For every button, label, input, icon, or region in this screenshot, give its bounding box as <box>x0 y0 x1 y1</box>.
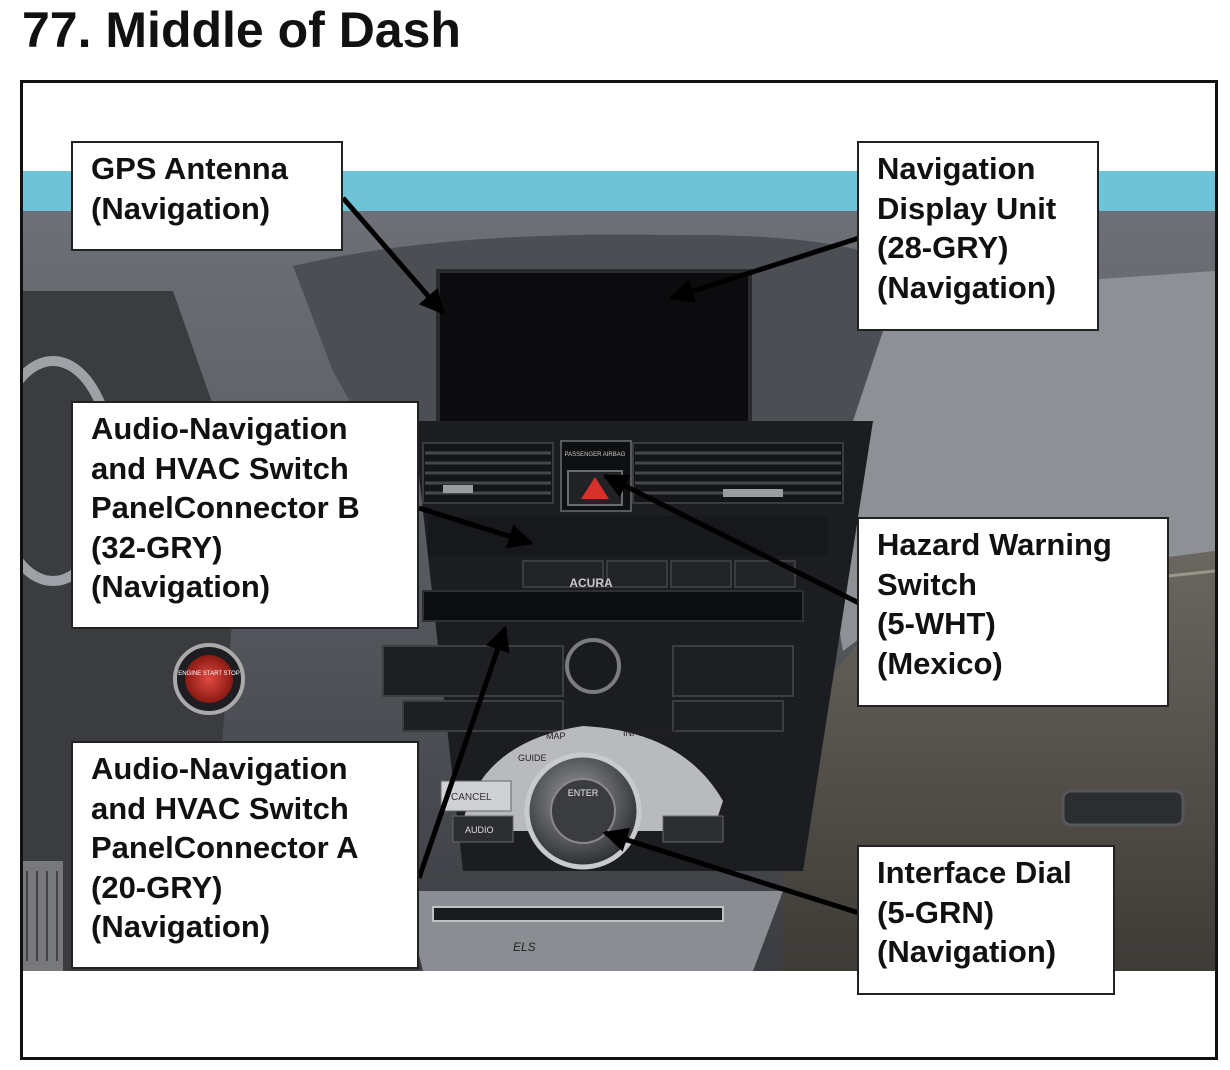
hazard-triangle <box>581 477 609 499</box>
figure-frame: ENGINE START STOP PA <box>20 80 1218 1060</box>
cd-strip <box>422 590 804 622</box>
callout-navigation-display: Navigation Display Unit (28-GRY) (Naviga… <box>857 141 1099 331</box>
right-vent <box>632 442 844 504</box>
cd-slot <box>432 906 724 922</box>
left-vent <box>422 442 554 504</box>
callout-connector-a: Audio-Navigation and HVAC Switch PanelCo… <box>71 741 419 969</box>
button-strip <box>428 516 828 556</box>
back-key <box>662 815 724 843</box>
callout-connector-b: Audio-Navigation and HVAC Switch PanelCo… <box>71 401 419 629</box>
door-handle <box>1061 789 1185 827</box>
lower-console <box>403 891 783 971</box>
enter-text: ENTER <box>568 788 599 798</box>
nav-display-screen <box>436 269 752 433</box>
volume-knob <box>565 638 621 694</box>
callout-gps-antenna: GPS Antenna (Navigation) <box>71 141 343 251</box>
cancel-text: CANCEL <box>451 792 492 803</box>
brand-text: ACURA <box>569 576 613 590</box>
els-text: ELS <box>513 940 536 954</box>
callout-interface-dial: Interface Dial (5-GRN) (Navigation) <box>857 845 1115 995</box>
guide-text: GUIDE <box>518 753 547 763</box>
audio-text: AUDIO <box>465 825 494 835</box>
callout-hazard-warning: Hazard Warning Switch (5-WHT) (Mexico) <box>857 517 1169 707</box>
info-text: INFO PHONE <box>623 728 679 738</box>
map-text: MAP <box>546 731 566 741</box>
engine-button-text: ENGINE START STOP <box>178 671 240 677</box>
airbag-text: PASSENGER AIRBAG <box>565 452 626 458</box>
page-title: 77. Middle of Dash <box>22 2 461 58</box>
